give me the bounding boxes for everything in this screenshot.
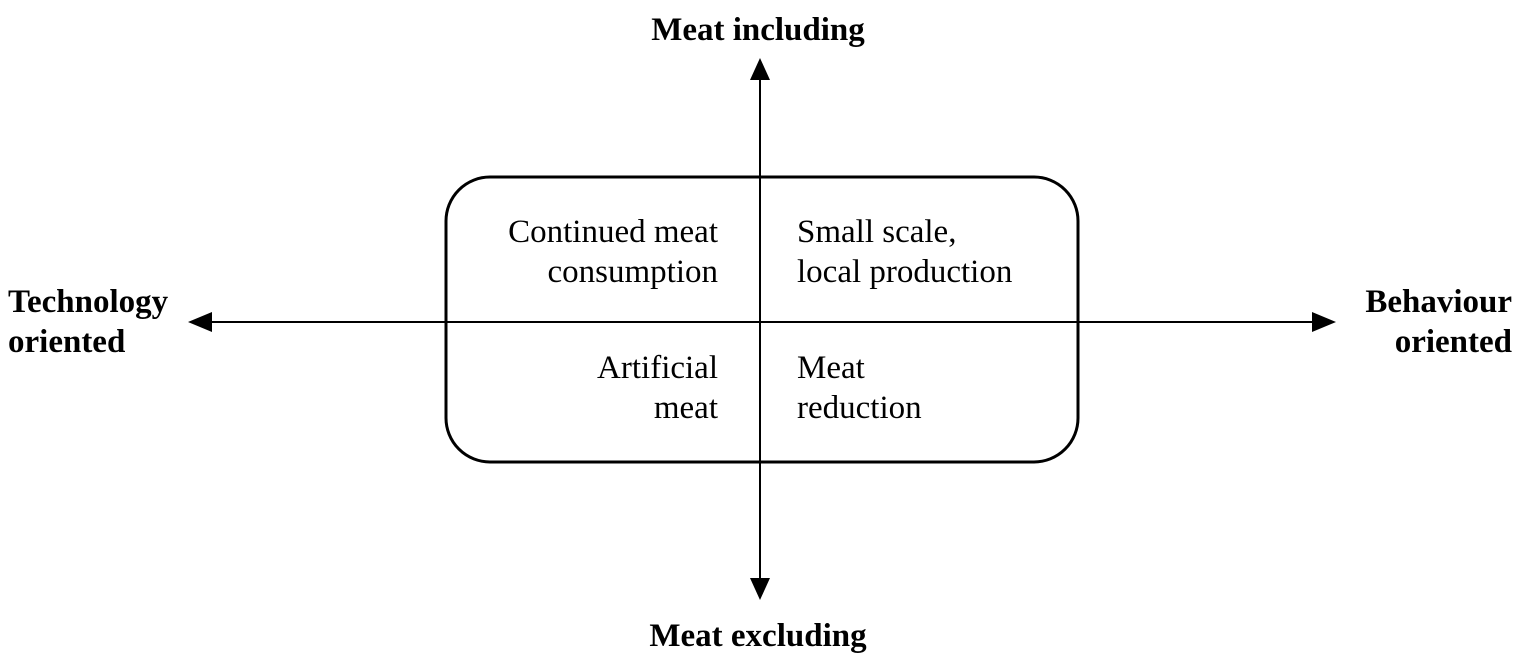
- axis-label-right: Behaviour oriented: [1365, 282, 1512, 362]
- axis-label-left-line-1: Technology: [8, 284, 169, 320]
- quadrant-top-left-line-2: consumption: [547, 254, 719, 290]
- quadrant-bottom-left: Artificial meat: [597, 348, 718, 428]
- quadrant-top-right: Small scale, local production: [797, 212, 1012, 292]
- axis-label-right-line-2: oriented: [1394, 324, 1512, 360]
- axis-label-top: Meat including: [0, 10, 1516, 50]
- quadrant-top-left: Continued meat consumption: [508, 212, 718, 292]
- quadrant-bottom-left-line-1: Artificial: [597, 350, 718, 386]
- quadrant-bottom-right-line-2: reduction: [797, 390, 922, 426]
- arrow-left-head-icon: [188, 312, 212, 332]
- axis-label-bottom-text: Meat excluding: [649, 618, 867, 654]
- central-rounded-box: [444, 175, 1080, 464]
- axis-label-right-line-1: Behaviour: [1365, 284, 1512, 320]
- axis-label-left: Technology oriented: [8, 282, 168, 362]
- arrow-up-head-icon: [750, 58, 770, 80]
- quadrant-bottom-left-line-2: meat: [653, 390, 718, 426]
- arrow-right-head-icon: [1312, 312, 1336, 332]
- axis-label-top-text: Meat including: [651, 12, 865, 48]
- arrow-down-head-icon: [750, 578, 770, 600]
- quadrant-top-left-line-1: Continued meat: [508, 214, 718, 250]
- axis-label-left-line-2: oriented: [8, 324, 126, 360]
- quadrant-bottom-right: Meat reduction: [797, 348, 922, 428]
- quadrant-bottom-right-line-1: Meat: [797, 350, 865, 386]
- quadrant-top-right-line-1: Small scale,: [797, 214, 957, 250]
- quadrant-top-right-line-2: local production: [797, 254, 1013, 290]
- axis-label-bottom: Meat excluding: [0, 616, 1516, 656]
